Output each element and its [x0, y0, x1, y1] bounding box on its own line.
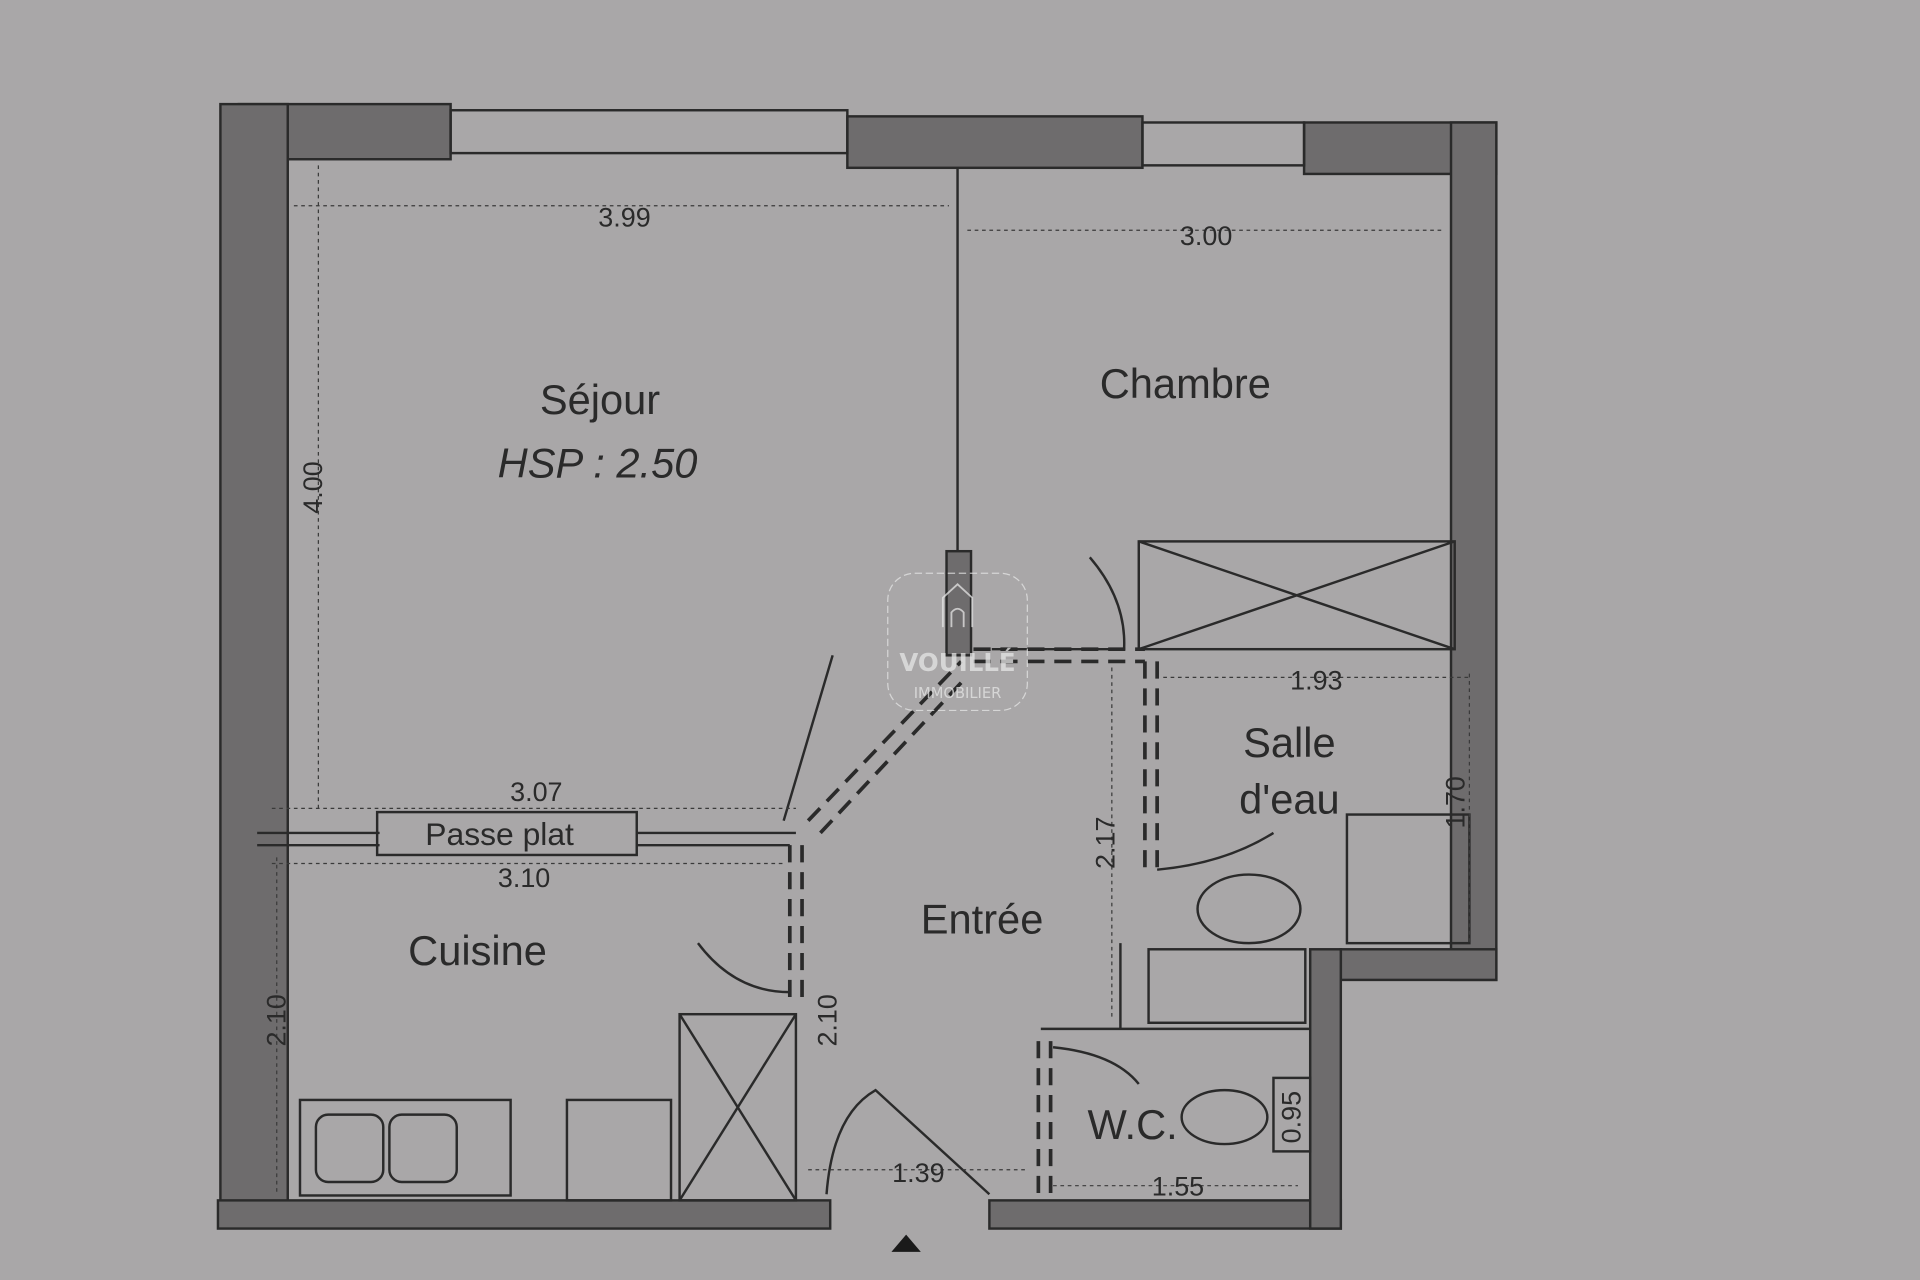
walls: [216, 102, 1498, 1230]
sink: [298, 1098, 512, 1197]
room-salle-line2: d'eau: [1239, 775, 1340, 822]
dim-corridor-depth: 2.17: [1090, 816, 1120, 868]
room-labels: Séjour HSP : 2.50 Chambre Salle d'eau Cu…: [408, 360, 1340, 1148]
watermark-line2: IMMOBILIER: [914, 685, 1002, 702]
wardrobe: [1137, 540, 1456, 651]
passe-plat-counter: [375, 810, 638, 857]
room-sejour-height: HSP : 2.50: [498, 440, 698, 487]
dimension-labels: 3.99 4.00 3.00 1.93 1.70 3.07 3.10 2.10 …: [261, 203, 1470, 1202]
room-sejour: Séjour: [540, 376, 660, 423]
closet: [678, 1012, 798, 1202]
watermark-line1: VOUILLÉ: [899, 648, 1015, 677]
room-cuisine: Cuisine: [408, 927, 547, 974]
room-chambre: Chambre: [1100, 360, 1271, 407]
toilet: [1180, 1088, 1269, 1146]
dim-salle-depth: 1.70: [1440, 776, 1470, 828]
room-wc: W.C.: [1088, 1101, 1178, 1148]
dim-sejour-bottom: 3.07: [510, 777, 562, 807]
dim-salle-width: 1.93: [1290, 666, 1342, 696]
washbasin: [1196, 873, 1302, 945]
interior-lines: [257, 165, 1471, 1252]
windows: [449, 109, 1306, 167]
room-salle-line1: Salle: [1243, 719, 1336, 766]
shower: [1345, 813, 1471, 945]
room-entree: Entrée: [921, 895, 1044, 942]
dim-wc-depth: 0.95: [1276, 1091, 1306, 1143]
dim-wc-width: 1.55: [1152, 1171, 1204, 1201]
dim-entree-depth: 2.10: [812, 994, 842, 1046]
entrance-arrow: [891, 1234, 921, 1252]
watermark-logo: VOUILLÉ IMMOBILIER: [887, 572, 1028, 712]
dim-cuisine-depth: 2.10: [261, 994, 291, 1046]
passe-plat-label: Passe plat: [425, 816, 574, 852]
dim-sejour-width: 3.99: [598, 203, 650, 233]
dim-sejour-depth: 4.00: [298, 461, 328, 513]
dim-cuisine-width: 3.10: [498, 863, 550, 893]
dim-entree-width: 1.39: [892, 1158, 944, 1188]
dim-chambre-width: 3.00: [1180, 221, 1232, 251]
